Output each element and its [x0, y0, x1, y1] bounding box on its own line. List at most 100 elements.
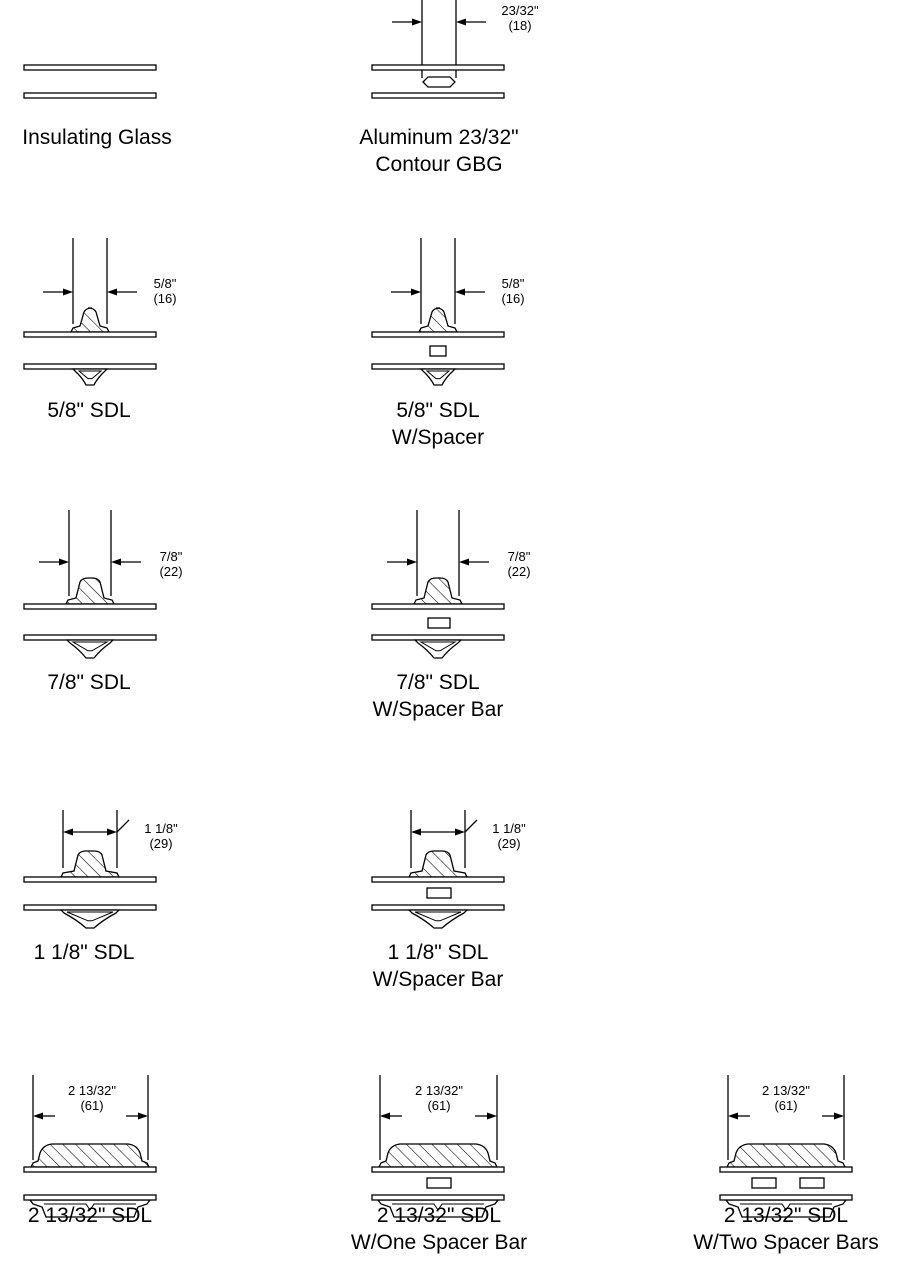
dimension-arrowhead: [455, 288, 465, 296]
diagram-sdl-1-1-8: [23, 810, 157, 929]
glass-pane: [371, 331, 505, 338]
dimension-arrowhead: [728, 1112, 738, 1120]
sdl-interior-bar-inner: [66, 911, 114, 922]
glass-pane: [371, 92, 505, 99]
glass-pane: [371, 904, 505, 911]
sdl-interior-bar-inner: [44, 1203, 136, 1211]
dimension-arrowhead: [63, 828, 73, 836]
dimension-sdl-5-8: 5/8"(16): [153, 276, 177, 306]
glass-pane: [719, 1194, 853, 1201]
label-sdl-1-1-8: 1 1/8" SDL: [33, 941, 135, 964]
glass-pane: [371, 1194, 505, 1201]
diagram-sdl-2-13-32-one-spacer: [371, 1075, 505, 1218]
glass-pane: [371, 1166, 505, 1173]
sdl-exterior-bar: [412, 577, 464, 605]
sdl-interior-bar-inner: [77, 370, 103, 380]
dimension-sdl-2-13-32-two-spacers: 2 13/32"(61): [762, 1083, 810, 1113]
diagram-sdl-2-13-32: [23, 1075, 157, 1218]
sdl-exterior-bar: [417, 307, 459, 333]
dimension-arrowhead: [412, 18, 422, 26]
diagram-insulating-glass: [23, 64, 157, 99]
sdl-exterior-bar: [377, 1143, 499, 1168]
spacer-bar: [429, 345, 447, 357]
spacer-bar: [427, 617, 451, 629]
label-sdl-2-13-32-one-spacer: 2 13/32" SDL W/One Spacer Bar: [350, 1204, 528, 1254]
glass-pane: [371, 876, 505, 883]
glass-pane: [719, 1166, 853, 1173]
glass-pane: [23, 1166, 157, 1173]
glass-pane: [371, 603, 505, 610]
glass-pane: [23, 331, 157, 338]
glass-pane: [371, 64, 505, 71]
sdl-interior-bar-inner: [392, 1203, 484, 1211]
glass-pane: [23, 92, 157, 99]
glass-pane: [23, 603, 157, 610]
dimension-arrowhead: [411, 288, 421, 296]
glass-pane: [23, 904, 157, 911]
dimension-arrowhead: [63, 288, 73, 296]
glass-pane: [23, 1194, 157, 1201]
dimension-sdl-5-8-spacer: 5/8"(16): [501, 276, 525, 306]
diagram-sdl-2-13-32-two-spacers: [719, 1075, 853, 1218]
diagram-sdl-7-8: [23, 510, 157, 659]
spacer-bar: [426, 887, 452, 899]
label-sdl-5-8-spacer: 5/8" SDL W/Spacer: [391, 399, 485, 449]
diagram-sdl-1-1-8-spacer-bar: [371, 810, 505, 929]
dimension-arrowhead: [456, 18, 466, 26]
spacer-bar: [751, 1177, 777, 1189]
spacer-bar: [799, 1177, 825, 1189]
sdl-interior-bar-inner: [414, 911, 462, 922]
diagram-sdl-5-8: [23, 238, 157, 386]
dimension-sdl-2-13-32-one-spacer: 2 13/32"(61): [415, 1083, 463, 1113]
sdl-interior-bar-inner: [71, 641, 109, 652]
glass-pane: [23, 363, 157, 370]
dimension-arrowhead: [380, 1112, 390, 1120]
sdl-interior-bar: [59, 909, 121, 929]
sdl-exterior-bar: [64, 577, 116, 605]
label-sdl-1-1-8-spacer-bar: 1 1/8" SDL W/Spacer Bar: [372, 941, 504, 991]
glass-pane: [371, 634, 505, 641]
label-sdl-7-8: 7/8" SDL: [47, 671, 131, 694]
dimension-sdl-7-8: 7/8"(22): [159, 549, 183, 579]
glass-pane: [23, 634, 157, 641]
glass-pane: [23, 876, 157, 883]
label-sdl-2-13-32: 2 13/32" SDL: [27, 1204, 153, 1227]
diagram-aluminum-contour-gbg: [371, 0, 505, 99]
sdl-exterior-bar: [29, 1143, 151, 1168]
leader-line: [116, 819, 130, 833]
sdl-interior-bar: [65, 639, 115, 659]
label-insulating-glass: Insulating Glass: [22, 126, 172, 149]
dimension-arrowhead: [455, 828, 465, 836]
sdl-interior-bar: [407, 909, 469, 929]
dimension-aluminum-contour-gbg: 23/32"(18): [501, 3, 539, 33]
dimension-sdl-1-1-8-spacer-bar: 1 1/8"(29): [492, 821, 526, 851]
dimension-sdl-7-8-spacer-bar: 7/8"(22): [507, 549, 531, 579]
label-aluminum-contour-gbg: Aluminum 23/32" Contour GBG: [359, 126, 519, 176]
diagram-sdl-5-8-spacer: [371, 238, 505, 386]
sdl-exterior-bar: [725, 1143, 847, 1168]
label-sdl-2-13-32-two-spacers: 2 13/32" SDL W/Two Spacer Bars: [693, 1204, 879, 1254]
dimension-arrowhead: [487, 1112, 497, 1120]
glass-pane: [371, 363, 505, 370]
dimension-arrowhead: [407, 558, 417, 566]
sdl-interior-bar-inner: [740, 1203, 832, 1211]
sdl-exterior-bar: [407, 850, 469, 878]
dimension-arrowhead: [834, 1112, 844, 1120]
dimension-arrowhead: [107, 288, 117, 296]
dimension-arrowhead: [107, 828, 117, 836]
leader-line: [464, 819, 478, 833]
dimension-arrowhead: [411, 828, 421, 836]
dimension-arrowhead: [59, 558, 69, 566]
sdl-exterior-bar: [59, 850, 121, 878]
dimension-sdl-2-13-32: 2 13/32"(61): [68, 1083, 116, 1113]
dimension-arrowhead: [459, 558, 469, 566]
glass-pane: [23, 64, 157, 71]
label-sdl-5-8: 5/8" SDL: [47, 399, 131, 422]
diagram-sdl-7-8-spacer-bar: [371, 510, 505, 659]
dimension-arrowhead: [33, 1112, 43, 1120]
dimension-arrowhead: [111, 558, 121, 566]
spacer-bar: [426, 1177, 452, 1189]
sdl-interior-bar-inner: [425, 370, 451, 380]
dimension-arrowhead: [138, 1112, 148, 1120]
